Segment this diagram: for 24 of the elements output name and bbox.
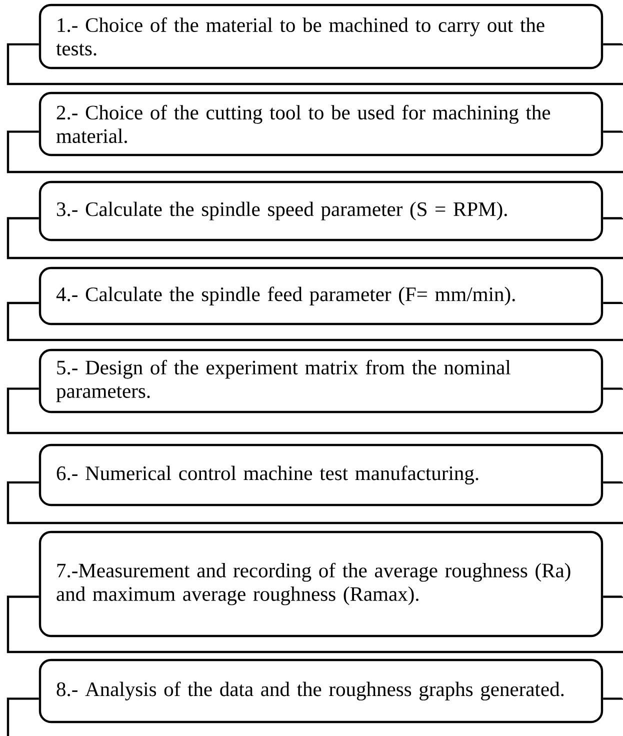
connector-line <box>6 596 623 654</box>
step-box: 5.- Design of the experiment matrix from the nominal parameters. <box>38 348 604 414</box>
connector-line <box>603 595 623 598</box>
connector-line <box>603 697 623 700</box>
connector-line <box>603 481 623 484</box>
connector-line <box>6 698 39 736</box>
step-box: 7.-Measurement and recording of the average roughness (Ra) and maximum average roughness (Ramax). <box>38 530 604 638</box>
step-box: 6.- Numerical control machine test manufacturing. <box>38 444 604 506</box>
connector-line <box>603 387 623 390</box>
step-box: 2.- Choice of the cutting tool to be used for machining the material. <box>38 92 604 156</box>
connector-line <box>6 388 623 434</box>
connector-line <box>603 216 623 220</box>
step-box: 1.- Choice of the material to be machined to carry out the tests. <box>38 4 604 70</box>
step-box: 3.- Calculate the spindle speed parameter (S = RPM). <box>38 180 604 242</box>
connector-line <box>6 43 623 86</box>
connector-line <box>6 130 623 174</box>
step-box: 8.- Analysis of the data and the roughness graphs generated. <box>38 658 604 724</box>
connector-line <box>6 217 623 260</box>
step-box: 4.- Calculate the spindle feed parameter (F= mm/min). <box>38 266 604 326</box>
connector-line <box>603 130 623 133</box>
connector-line <box>6 302 623 342</box>
connector-line <box>603 302 623 304</box>
connector-line <box>603 43 623 46</box>
connector-line <box>6 481 623 524</box>
